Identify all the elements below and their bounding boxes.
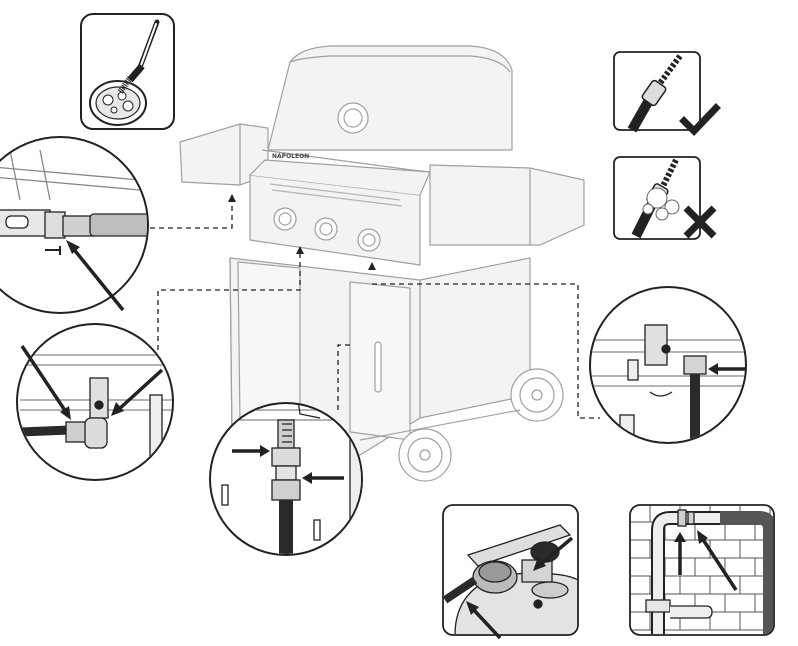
arrow-hose-upper — [232, 445, 270, 457]
brush-and-soapy-water-panel — [80, 13, 175, 130]
detail-circle-valve-connection — [0, 136, 149, 314]
cross-icon — [683, 205, 717, 239]
check-icon — [679, 103, 721, 137]
leader-lines — [150, 198, 600, 419]
detail-circle-elbow-fitting — [16, 323, 174, 481]
arrow-regulator-top — [533, 536, 574, 571]
detail-circle-regulator-inlet — [589, 286, 747, 444]
grill-illustration — [179, 45, 585, 482]
arrow-elbow-right — [111, 368, 164, 416]
leak-detected-panel — [613, 156, 717, 240]
brush-and-soapy-water-icon — [89, 19, 160, 126]
arrow-wall-fitting-left — [674, 532, 686, 575]
arrow-valve-connection — [66, 240, 125, 312]
arrow-elbow-left — [20, 345, 71, 420]
leader-arrowheads — [228, 194, 376, 270]
arrow-regulator-inlet — [708, 363, 746, 375]
arrow-wall-fitting-right — [697, 530, 738, 591]
tank-regulator-panel — [442, 504, 579, 640]
arrow-hose-lower — [302, 472, 344, 484]
arrow-hose-inlet — [466, 601, 502, 640]
detail-circle-hose-fitting — [209, 402, 363, 556]
brand-label: NAPOLEON — [272, 153, 309, 160]
wall-gas-line-panel — [629, 504, 775, 636]
no-leak-panel — [613, 51, 721, 137]
